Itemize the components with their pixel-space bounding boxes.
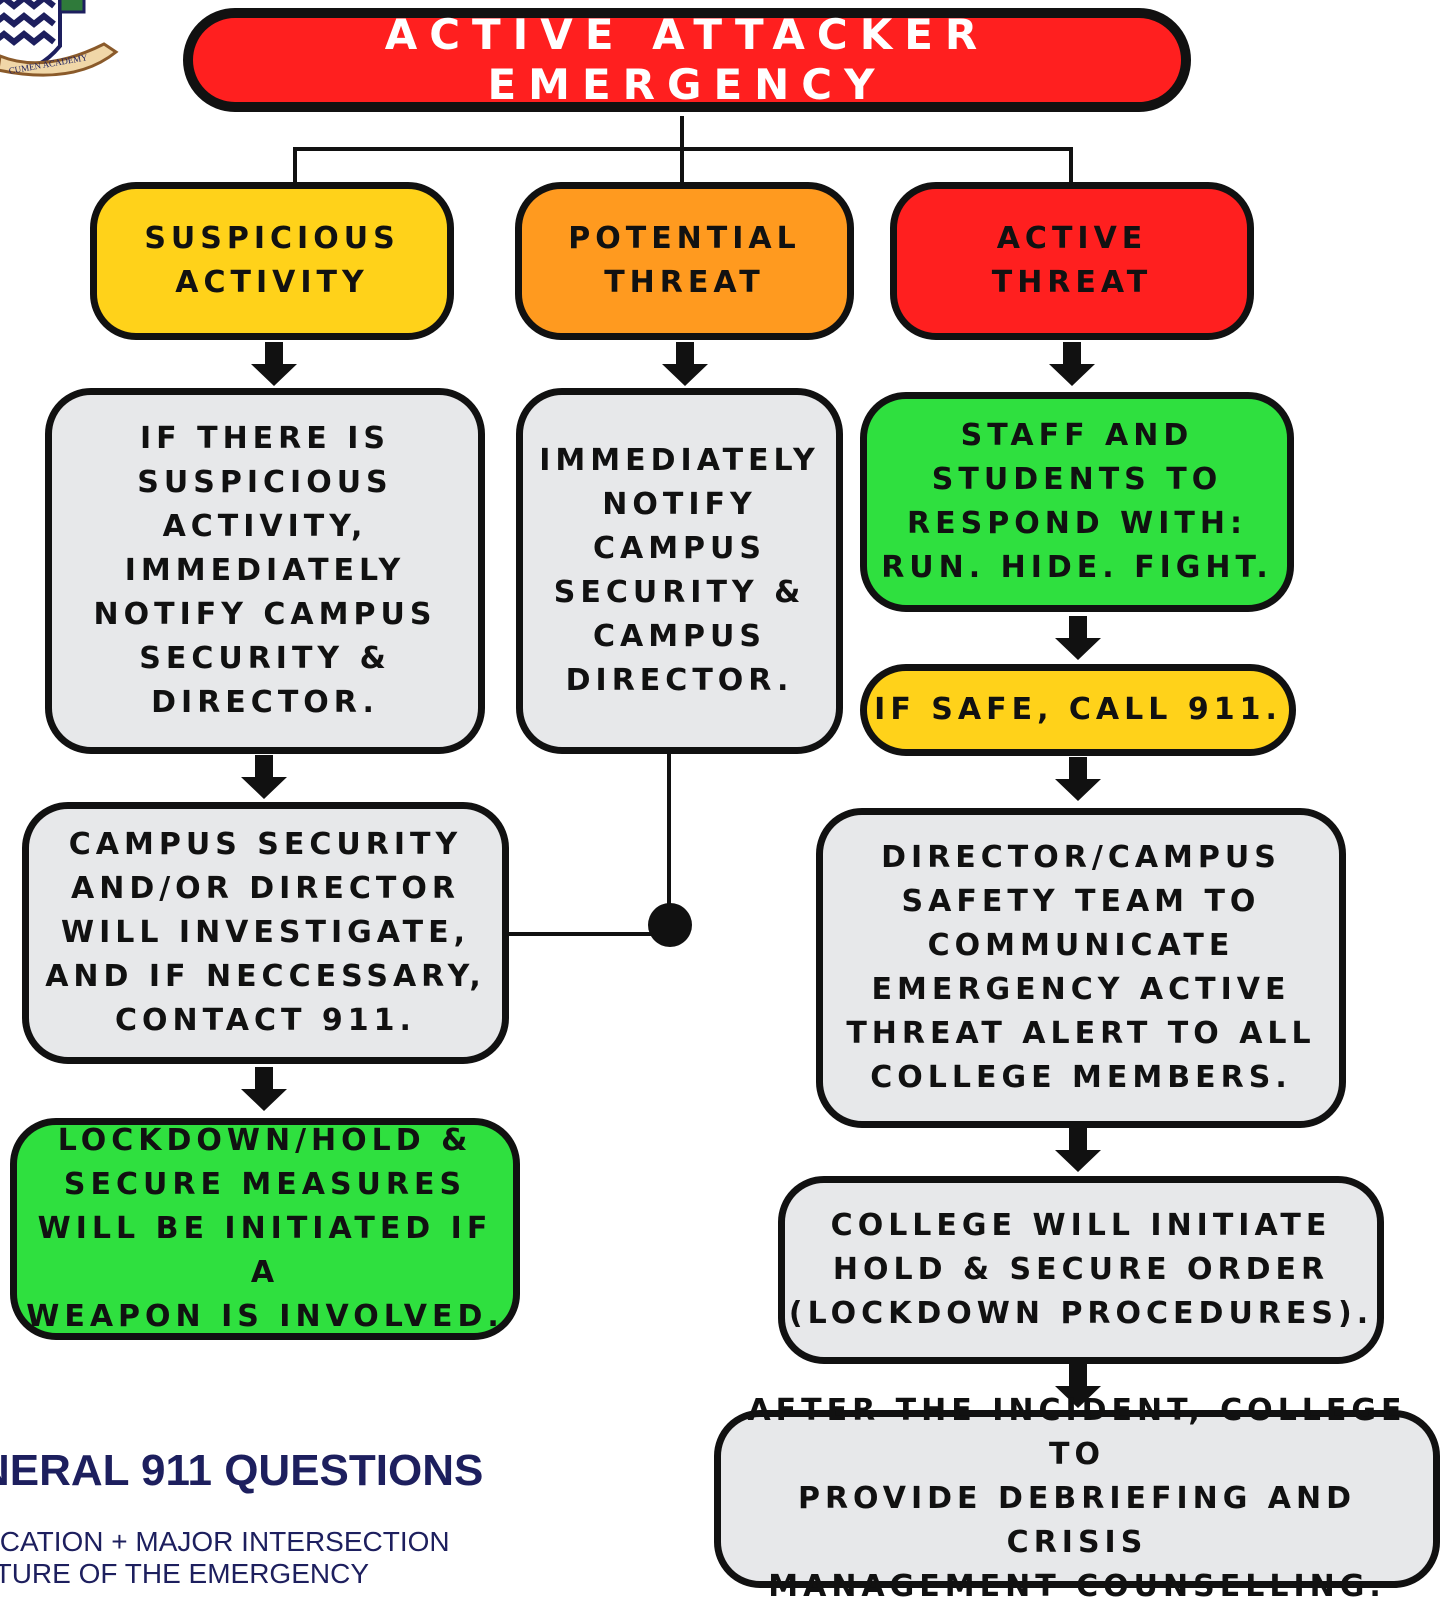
junction-dot <box>648 903 692 947</box>
arrow-down-icon <box>1055 616 1101 660</box>
connector-potential-down <box>667 754 671 926</box>
connector-potential-to-investigate <box>509 932 669 936</box>
active-step-communicate: DIRECTOR/CAMPUS SAFETY TEAM TO COMMUNICA… <box>816 808 1346 1128</box>
arrow-down-icon <box>1055 1128 1101 1172</box>
active-step-communicate-text: DIRECTOR/CAMPUS SAFETY TEAM TO COMMUNICA… <box>846 840 1316 1095</box>
suspicious-activity-header: SUSPICIOUS ACTIVITY <box>90 182 454 340</box>
active-step-call-911: IF SAFE, CALL 911. <box>860 664 1296 756</box>
suspicious-step-investigate: CAMPUS SECURITY AND/OR DIRECTOR WILL INV… <box>22 802 509 1064</box>
arrow-down-icon <box>662 342 708 386</box>
title-banner: ACTIVE ATTACKER EMERGENCY <box>183 8 1191 112</box>
suspicious-step-lockdown-text: LOCKDOWN/HOLD & SECURE MEASURES WILL BE … <box>26 1123 504 1334</box>
suspicious-step-lockdown: LOCKDOWN/HOLD & SECURE MEASURES WILL BE … <box>10 1118 520 1340</box>
general-911-item: OCATION + MAJOR INTERSECTION <box>0 1526 450 1557</box>
active-step-respond: STAFF AND STUDENTS TO RESPOND WITH: RUN.… <box>860 392 1294 612</box>
active-step-respond-text: STAFF AND STUDENTS TO RESPOND WITH: RUN.… <box>881 418 1273 585</box>
connector-horizontal-bar <box>293 147 1073 151</box>
general-911-item: ATURE OF THE EMERGENCY <box>0 1558 370 1589</box>
active-step-lockdown-text: COLLEGE WILL INITIATE HOLD & SECURE ORDE… <box>788 1208 1374 1331</box>
potential-step-notify: IMMEDIATELY NOTIFY CAMPUS SECURITY & CAM… <box>516 388 843 754</box>
active-step-lockdown: COLLEGE WILL INITIATE HOLD & SECURE ORDE… <box>778 1176 1384 1364</box>
active-step-call-911-text: IF SAFE, CALL 911. <box>874 692 1282 727</box>
potential-threat-header: POTENTIAL THREAT <box>515 182 854 340</box>
potential-step-notify-text: IMMEDIATELY NOTIFY CAMPUS SECURITY & CAM… <box>539 443 820 698</box>
arrow-down-icon <box>1055 757 1101 801</box>
potential-threat-label: POTENTIAL THREAT <box>568 221 801 300</box>
arrow-down-icon <box>1049 342 1095 386</box>
page-title: ACTIVE ATTACKER EMERGENCY <box>384 10 990 109</box>
general-911-title: NERAL 911 QUESTIONS <box>0 1446 484 1495</box>
college-crest-logo: CUMEN ACADEMY <box>0 0 119 77</box>
active-threat-header: ACTIVE THREAT <box>890 182 1254 340</box>
arrow-down-icon <box>1055 1364 1101 1408</box>
active-threat-label: ACTIVE THREAT <box>991 221 1153 300</box>
suspicious-step-notify-text: IF THERE IS SUSPICIOUS ACTIVITY, IMMEDIA… <box>93 421 437 720</box>
arrow-down-icon <box>241 755 287 799</box>
arrow-down-icon <box>251 342 297 386</box>
active-step-debrief: AFTER THE INCIDENT, COLLEGE TO PROVIDE D… <box>714 1393 1440 1604</box>
suspicious-step-notify: IF THERE IS SUSPICIOUS ACTIVITY, IMMEDIA… <box>45 388 485 754</box>
suspicious-step-investigate-text: CAMPUS SECURITY AND/OR DIRECTOR WILL INV… <box>45 827 486 1038</box>
active-step-debrief-text: AFTER THE INCIDENT, COLLEGE TO PROVIDE D… <box>747 1393 1407 1604</box>
connector-right-drop <box>1069 147 1073 182</box>
suspicious-activity-label: SUSPICIOUS ACTIVITY <box>144 221 400 300</box>
connector-left-drop <box>293 147 297 182</box>
arrow-down-icon <box>241 1067 287 1111</box>
